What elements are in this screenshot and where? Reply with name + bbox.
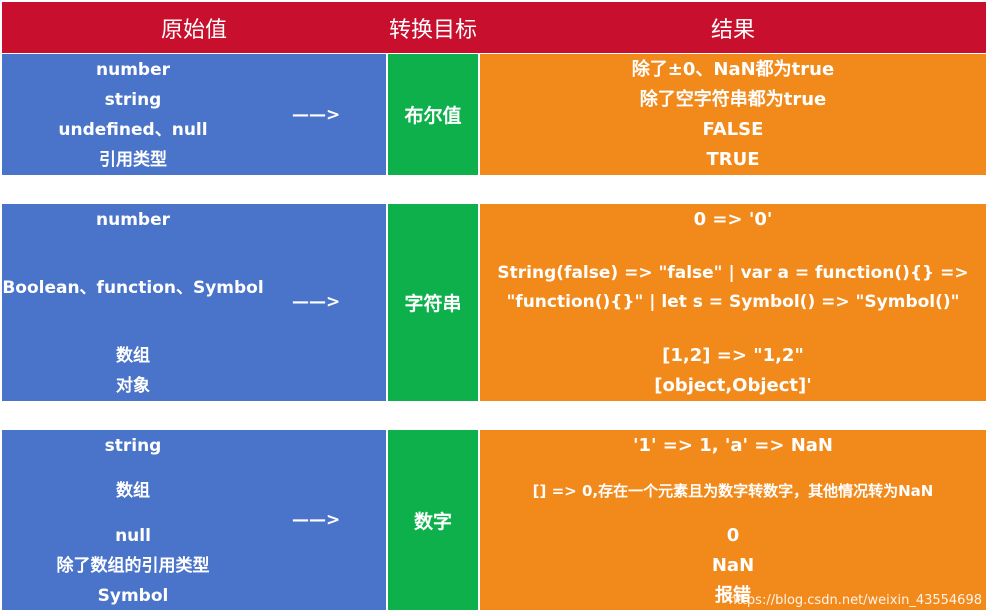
row-boolean-source-cell [2, 54, 386, 175]
source-label: number [95, 210, 170, 230]
source-label: 除了数组的引用类型 [56, 556, 210, 576]
result-text: 报错 [715, 585, 751, 606]
arrow-icon: ——> [292, 105, 341, 125]
row-string-result-cell [480, 204, 986, 401]
header-result: 结果 [710, 17, 755, 43]
header-target: 转换目标 [388, 17, 477, 43]
header-original-value: 原始值 [160, 17, 227, 43]
source-label: Boolean、function、Symbol [2, 278, 264, 298]
result-text: TRUE [706, 149, 760, 170]
source-label: 引用类型 [99, 150, 167, 170]
source-label: 数组 [116, 481, 150, 501]
row-string-target-cell [388, 204, 478, 401]
row-boolean-result-cell [480, 54, 986, 175]
table-header [2, 2, 986, 53]
result-text: 0 => '0' [693, 209, 773, 230]
source-label: null [115, 526, 151, 546]
source-label: undefined、null [58, 120, 208, 140]
source-label: 数组 [116, 346, 150, 366]
row-string-source-cell [2, 204, 386, 401]
result-text: '1' => 1, 'a' => NaN [632, 435, 833, 456]
row-number-source-cell [2, 430, 386, 610]
row-boolean-target-cell [388, 54, 478, 175]
source-label: 对象 [116, 376, 150, 396]
row-number-target-cell [388, 430, 478, 610]
target-label: 数字 [413, 510, 452, 533]
result-text: 0 [726, 525, 740, 546]
watermark: https://blog.csdn.net/weixin_43554698 [728, 593, 982, 608]
result-text: 除了空字符串都为true [639, 89, 827, 110]
row-number-result-cell [480, 430, 986, 610]
source-label: Symbol [97, 586, 169, 606]
arrow-icon: ——> [292, 510, 341, 530]
source-label: string [104, 90, 162, 110]
source-label: string [104, 436, 162, 456]
result-text: [object,Object]' [654, 375, 812, 396]
result-text: FALSE [702, 119, 764, 140]
target-label: 字符串 [404, 293, 462, 315]
result-text: NaN [711, 555, 755, 576]
result-text: [1,2] => "1,2" [662, 345, 804, 366]
result-text: [] => 0,存在一个元素且为数字转数字，其他情况转为NaN [532, 482, 934, 500]
arrow-icon: ——> [292, 292, 341, 312]
result-text: "function(){}" | let s = Symbol() => "Sy… [506, 292, 960, 312]
result-text: String(false) => "false" | var a = funct… [497, 263, 969, 283]
source-label: number [95, 60, 170, 80]
target-label: 布尔值 [404, 105, 462, 127]
result-text: 除了±0、NaN都为true [631, 59, 835, 80]
